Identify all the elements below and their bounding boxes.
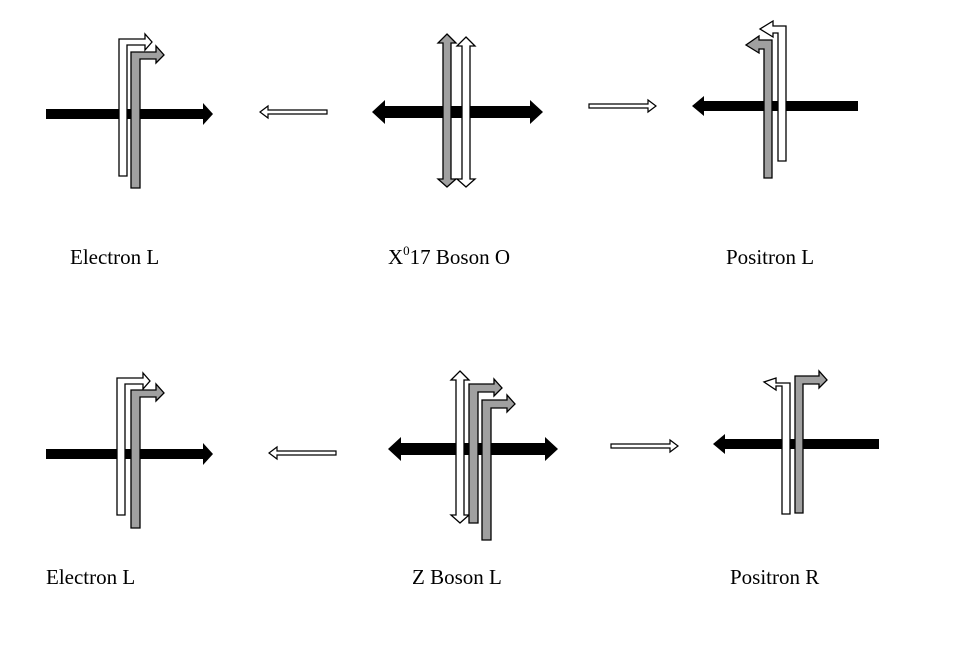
momentum-arrow-double [372,100,543,124]
spin-arrow-gray-double [436,33,458,188]
spin-arrow-gray [744,34,773,179]
label-x-boson-sup: 0 [403,243,410,258]
transition-arrow-right [588,98,657,114]
spin-arrow-white [758,19,787,162]
transition-arrow-left [259,104,328,120]
spin-arrow-gray [130,44,165,189]
spin-arrow-white [116,371,151,516]
spin-arrow-white-double [455,36,477,188]
label-positron-l: Positron L [726,245,814,269]
spin-arrow-gray [794,369,828,514]
bottom-left-particle [46,371,213,529]
spin-arrow-gray [130,382,165,529]
bottom-right-particle [713,369,879,515]
label-z-boson: Z Boson L [412,565,502,589]
top-left-particle [46,32,213,189]
transition-arrow-left [268,445,337,461]
top-center-particle [372,33,543,188]
transition-arrow-right [610,438,679,454]
label-x-boson-prefix: X [388,245,403,269]
momentum-arrow-right [46,103,213,125]
label-electron-l-top: Electron L [70,245,159,269]
label-electron-l-bottom: Electron L [46,565,135,589]
spin-arrow-white-double [449,370,471,524]
spin-arrow-gray-2 [481,393,516,541]
label-x-boson: X017 Boson O [388,243,510,269]
label-x-boson-suffix: 17 Boson O [410,245,510,269]
label-positron-r: Positron R [730,565,819,589]
bottom-center-particle [388,370,558,541]
spin-arrow-white [118,32,153,177]
spin-arrow-white [762,377,791,515]
spin-arrow-gray [468,377,503,524]
momentum-arrow-left [692,96,858,116]
top-right-particle [692,19,858,179]
momentum-arrow-right [46,443,213,465]
